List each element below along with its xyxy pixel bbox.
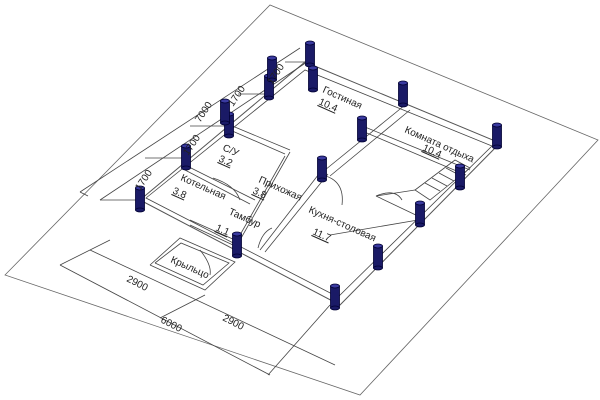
post-14 [357, 115, 367, 143]
dim-left-seg-1: 1700 [133, 168, 155, 193]
room-kotelnaya-area: 3.8 [171, 186, 189, 202]
post-9 [492, 122, 502, 150]
posts-group [135, 40, 502, 311]
ground-plane [4, 4, 599, 396]
dim-left-seg-3: 1700 [226, 84, 248, 109]
dimension-left [79, 47, 311, 201]
staircase [375, 159, 471, 201]
post-11 [415, 200, 425, 228]
post-10 [455, 163, 465, 191]
dim-bottom-seg-2: 2900 [221, 313, 246, 333]
post-15 [317, 155, 327, 183]
post-4 [181, 143, 191, 171]
post-2 [308, 65, 318, 93]
post-1 [305, 40, 315, 68]
room-tambur-area: 1.1 [214, 223, 232, 239]
post-12 [373, 243, 383, 271]
dim-bottom-total: 6000 [159, 315, 184, 335]
post-8 [398, 80, 408, 108]
dimension-bottom [59, 239, 336, 376]
post-7 [220, 98, 230, 126]
dim-bottom-seg-1: 2900 [125, 274, 150, 294]
building-outline-inner [145, 69, 493, 298]
room-su-area: 3.2 [217, 154, 235, 170]
post-13 [330, 283, 340, 311]
post-16 [232, 231, 242, 259]
dim-left-total: 7000 [193, 100, 215, 125]
post-17 [267, 55, 277, 83]
post-5 [135, 185, 145, 213]
room-kryltso-name: Крыльцо [169, 255, 211, 282]
room-prihozhaya-area: 3.8 [251, 186, 269, 202]
